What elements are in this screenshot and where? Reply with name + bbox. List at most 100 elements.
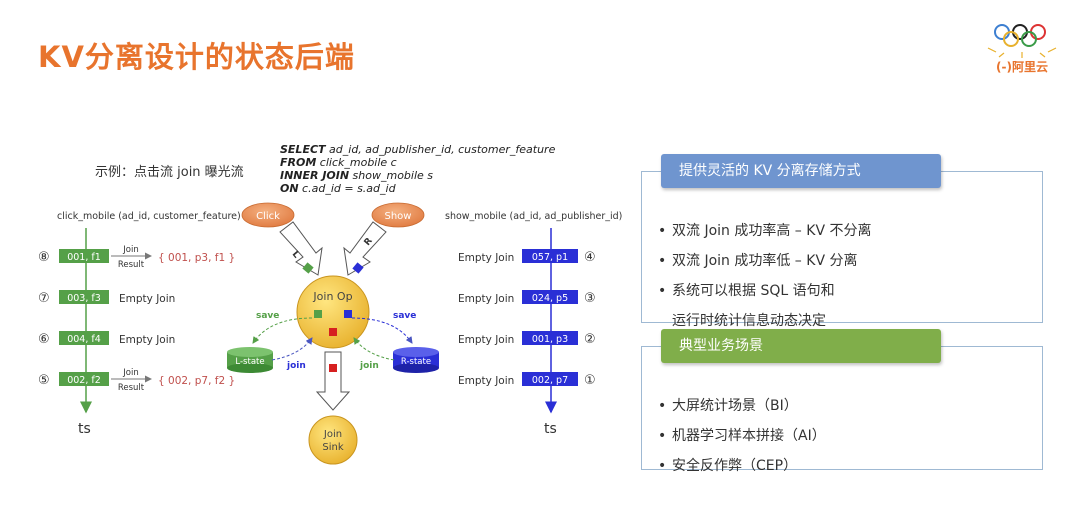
join-r-label: join [359,361,379,371]
right-row-value: 002, p7 [532,375,568,386]
r-state-store: R-state [393,347,439,373]
right-ts-label: ts [544,421,557,437]
left-row-box [59,331,109,345]
right-row-number: ④ [584,250,596,265]
page-title: KV分离设计的状态后端 [38,40,355,74]
click-source-label: Click [256,211,280,222]
scenarios-panel: •大屏统计场景（BI） •机器学习样本拼接（AI） •安全反作弊（CEP） [641,346,1043,474]
left-row-number: ⑤ [38,373,50,388]
left-row: ⑥ 004, f4 Empty Join [38,331,175,347]
show-source-node [371,202,425,228]
right-row-box [522,249,578,263]
join-r-arrow [353,337,395,361]
list-item-continuation: 运行时统计信息动态决定 [672,313,826,329]
left-row-value: 001, f1 [67,252,101,263]
right-row-result: Empty Join [458,293,514,305]
kv-storage-panel: •双流 Join 成功率高 – KV 不分离 •双流 Join 成功率低 – K… [641,171,1043,329]
sql-line-2: FROM click_mobile c [280,156,397,169]
left-row: ⑦ 003, f3 Empty Join [38,290,175,306]
right-stream-label: show_mobile (ad_id, ad_publisher_id) [445,211,622,222]
left-row-result: Empty Join [119,293,175,305]
kv-storage-list: •双流 Join 成功率高 – KV 不分离 •双流 Join 成功率低 – K… [658,216,872,336]
join-sink-label-2: Sink [322,442,343,453]
sql-line-1: SELECT ad_id, ad_publisher_id, customer_… [280,143,556,156]
list-item: •双流 Join 成功率低 – KV 分离 [658,253,858,269]
right-row: Empty Join 001, p3 ② [458,331,596,347]
right-row-number: ① [584,373,596,388]
save-r-label: save [393,311,416,321]
right-row-result: Empty Join [458,334,514,346]
join-op-label: Join Op [312,290,352,303]
left-ts-label: ts [78,421,91,437]
right-row-box [522,331,578,345]
list-item: •机器学习样本拼接（AI） [658,428,826,444]
logo-text: (-)阿里云 [996,60,1048,74]
join-l-label: join [286,361,306,371]
left-row: ⑤ 002, f2 Join Result { 002, p7, f2 } [38,368,235,393]
right-row-value: 057, p1 [532,252,568,263]
joined-record-square [329,328,337,336]
scenarios-panel-title: 典型业务场景 [661,329,941,363]
join-result-label-2: Result [118,260,145,270]
alibaba-cloud-logo: (-)阿里云 [982,18,1062,90]
left-row-result: Empty Join [119,334,175,346]
l-state-store: L-state [227,347,273,373]
kv-join-diagram: 示例：点击流 join 曝光流 SELECT ad_id, ad_publish… [38,143,622,465]
click-to-joinop-arrow: L [279,221,323,276]
left-row-value: 004, f4 [67,334,101,345]
join-l-arrow [271,337,313,361]
right-row: Empty Join 057, p1 ④ [458,249,596,265]
right-row-box [522,290,578,304]
join-result-label-2: Result [118,383,145,393]
left-row-number: ⑦ [38,291,50,306]
kv-storage-panel-title: 提供灵活的 KV 分离存储方式 [661,154,941,188]
left-stream-rows: ⑧ 001, f1 Join Result { 001, p3, f1 } ⑦ … [38,245,235,393]
right-row-result: Empty Join [458,375,514,387]
left-row-value: 003, f3 [67,293,101,304]
sql-line-3: INNER JOIN show_mobile s [280,169,433,182]
sql-line-4: ON c.ad_id = s.ad_id [280,182,397,195]
join-op-node [296,275,370,349]
r-arrow-label: R [363,236,375,248]
join-result-value: { 001, p3, f1 } [158,252,235,264]
sink-record-square [329,364,337,372]
join-result-label-1: Join [122,368,138,378]
right-row-number: ② [584,332,596,347]
save-l-label: save [256,311,279,321]
scenarios-list: •大屏统计场景（BI） •机器学习样本拼接（AI） •安全反作弊（CEP） [658,391,826,481]
right-row-value: 024, p5 [532,293,568,304]
joinop-to-sink-arrow [315,351,351,411]
r-marker [352,262,364,274]
right-row-box [522,372,578,386]
example-label: 示例：点击流 join 曝光流 [95,165,244,180]
r-state-label: R-state [401,357,431,367]
r-record-square [344,310,352,318]
click-source-node [241,202,295,228]
list-item: •大屏统计场景（BI） [658,398,798,414]
left-stream-label: click_mobile (ad_id, customer_feature) [57,211,241,222]
left-row-box [59,249,109,263]
join-result-value: { 002, p7, f2 } [158,375,235,387]
l-state-label: L-state [235,357,264,367]
join-sink-node [308,415,358,465]
left-row-number: ⑥ [38,332,50,347]
list-item: •双流 Join 成功率高 – KV 不分离 [658,223,872,239]
right-row: Empty Join 024, p5 ③ [458,290,596,306]
right-row-number: ③ [584,291,596,306]
right-row-result: Empty Join [458,252,514,264]
left-row: ⑧ 001, f1 Join Result { 001, p3, f1 } [38,245,235,270]
save-r-arrow [351,317,413,344]
l-record-square [314,310,322,318]
l-marker [302,262,314,274]
left-row-box [59,372,109,386]
list-item: •安全反作弊（CEP） [658,458,798,474]
join-sink-label-1: Join [323,429,342,440]
right-row-value: 001, p3 [532,334,568,345]
join-result-label-1: Join [122,245,138,255]
show-source-label: Show [385,211,412,222]
list-item: •系统可以根据 SQL 语句和运行时统计信息动态决定 [658,276,871,336]
olympic-rings-icon [987,24,1057,58]
left-row-value: 002, f2 [67,375,101,386]
right-row: Empty Join 002, p7 ① [458,372,596,388]
save-l-arrow [252,317,313,344]
